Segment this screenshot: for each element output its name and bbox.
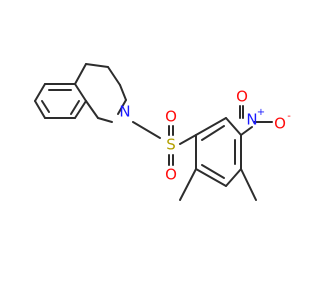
bond-aryl-nitro	[240, 126, 253, 136]
nitro-nitrogen-charge: +	[257, 107, 265, 118]
bond	[74, 63, 87, 85]
bond-n-s	[132, 121, 161, 139]
sulfonyl-oxygen-bottom-label: O	[165, 166, 177, 184]
bond	[34, 100, 46, 119]
nitrogen-ring-label: N	[119, 103, 130, 121]
nitro-oxygen-right-label: O	[274, 115, 286, 133]
benzo-ring	[34, 83, 87, 119]
bond	[107, 66, 121, 86]
double-bond-inner	[201, 164, 225, 179]
aryl-ring	[195, 117, 242, 187]
methyl-left	[179, 168, 197, 201]
bond-s-aryl	[179, 134, 197, 145]
nitro-nitrogen-label: N	[246, 111, 257, 129]
molecule-structure: N S O O N + O O -	[34, 63, 291, 201]
double-bond-inner	[70, 100, 80, 115]
bond	[195, 168, 227, 187]
sulfonyl-oxygen-top-label: O	[165, 108, 177, 126]
methyl-right	[240, 168, 257, 201]
sulfur-label: S	[166, 136, 176, 154]
bond	[34, 83, 46, 102]
molecule-diagram: N S O O N + O O -	[34, 63, 291, 201]
bond	[97, 117, 113, 123]
bond	[85, 100, 99, 119]
nitro-oxygen-top-label: O	[236, 88, 248, 106]
bond	[225, 117, 242, 136]
bond	[195, 117, 227, 136]
double-bond-inner	[201, 125, 225, 141]
bond	[225, 168, 242, 187]
piperidine-ring	[74, 63, 127, 123]
double-bond-inner	[41, 100, 50, 113]
bond	[74, 83, 87, 102]
bond	[85, 63, 109, 68]
bond	[119, 84, 127, 101]
nitro-oxygen-charge: -	[287, 111, 291, 122]
bond	[117, 99, 127, 115]
bond	[74, 100, 87, 119]
